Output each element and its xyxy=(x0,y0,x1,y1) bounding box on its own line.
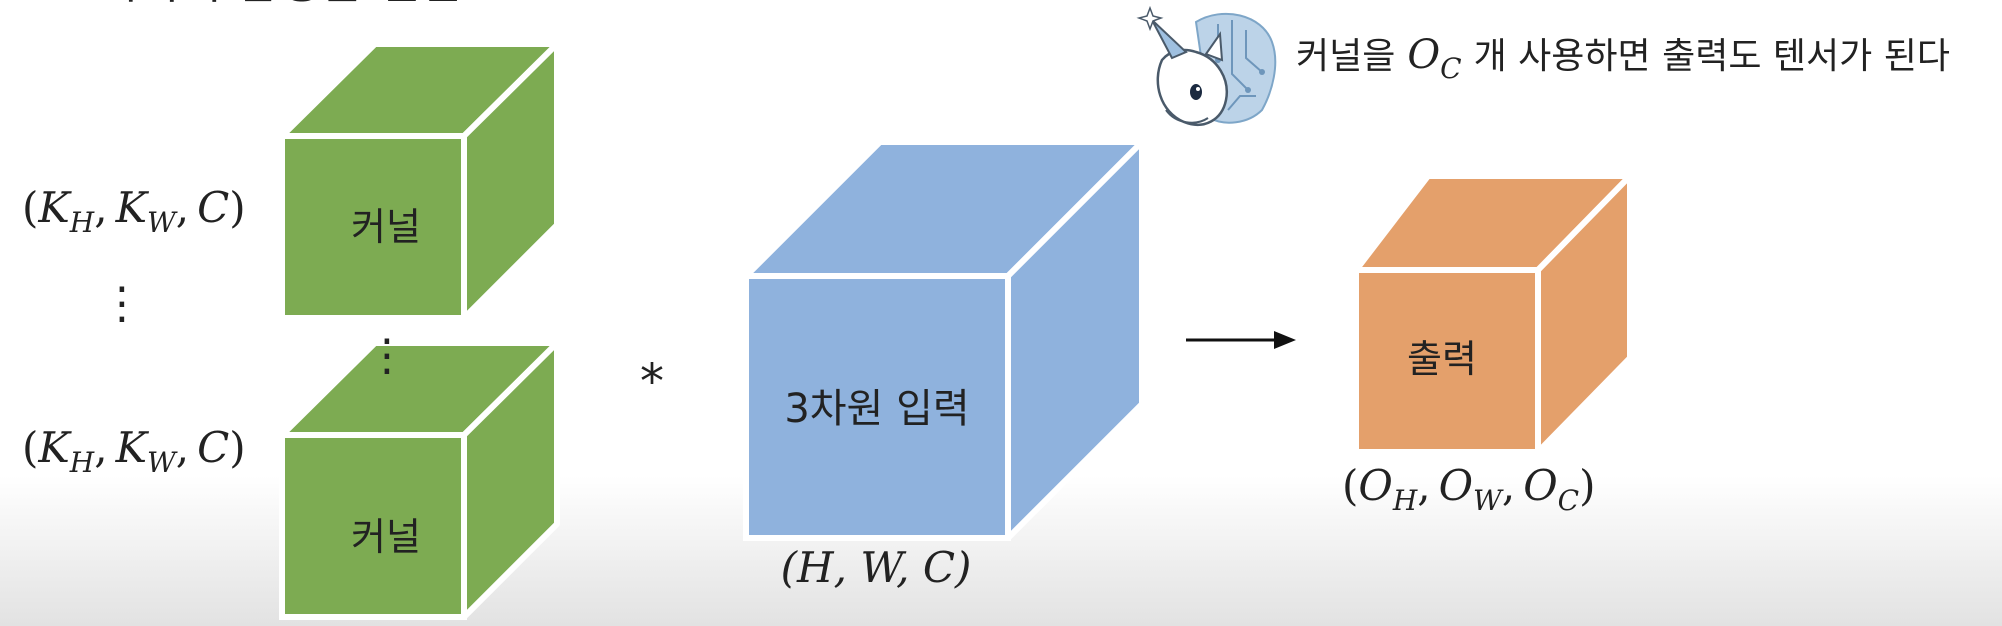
kernel-2-label: 커널 xyxy=(351,515,421,559)
result-arrow xyxy=(1186,331,1296,349)
input-front-face xyxy=(743,273,1011,541)
kernel-cube-2: 커널 xyxy=(279,340,560,620)
kernel-stack-ellipsis: ⋮ xyxy=(365,330,409,381)
kernel-1-label: 커널 xyxy=(351,205,421,249)
convolution-operator: * xyxy=(640,354,664,410)
input-label: 3차원 입력 xyxy=(784,386,969,432)
kernel-2-front-face xyxy=(279,432,467,620)
unicorn-mascot-icon xyxy=(1136,5,1277,126)
input-shape: (H, W, C) xyxy=(781,543,972,592)
kernel-2-shape: (KH,KW,C) xyxy=(22,423,246,479)
kernel-1-front-face xyxy=(279,133,467,321)
output-cube: 출력 xyxy=(1353,173,1633,455)
shape-list-ellipsis: ⋮ xyxy=(100,278,144,329)
kernel-cube-1: 커널 xyxy=(279,41,560,321)
title-fragment: 데이터 합성곱 연산 xyxy=(95,0,463,9)
kernel-1-shape: (KH,KW,C) xyxy=(22,183,246,239)
input-cube: 3차원 입력 xyxy=(743,139,1145,541)
output-label: 출력 xyxy=(1407,337,1477,381)
output-shape: (OH,OW,OC) xyxy=(1342,461,1595,517)
output-front-face xyxy=(1353,267,1541,455)
